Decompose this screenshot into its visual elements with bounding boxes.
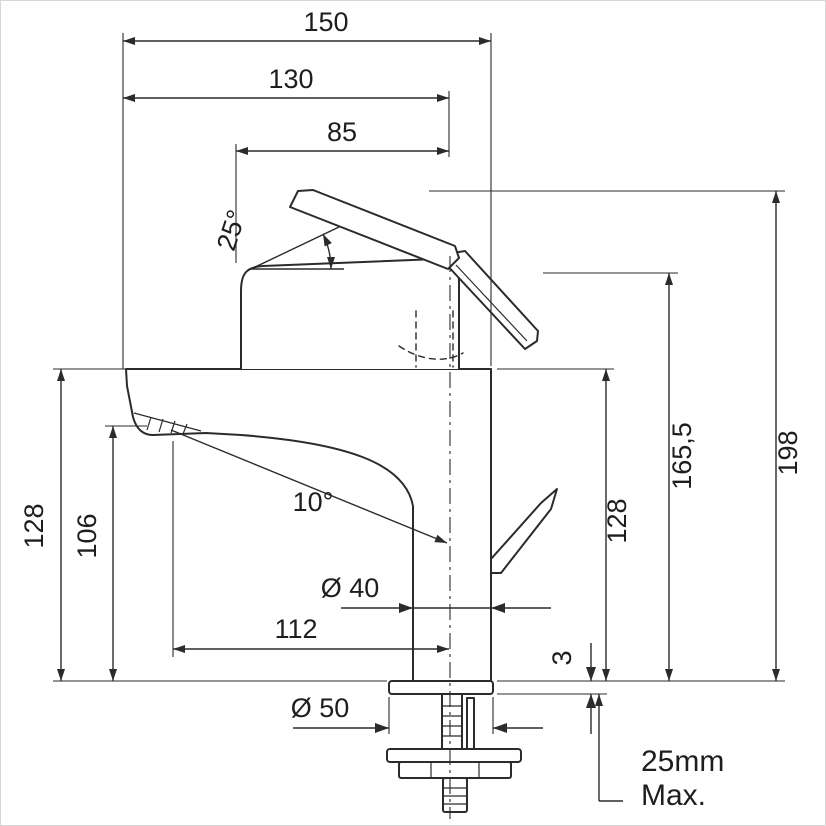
faucet-body [125,368,492,682]
dim-width-112: 112 [274,614,317,644]
dim-height-128-left: 128 [19,503,49,548]
dimension-lines [57,37,780,802]
threaded-shank [441,693,463,750]
mounting-hardware [386,693,522,813]
extension-lines [53,33,785,734]
dim-height-106: 106 [72,513,102,558]
dim-height-198: 198 [773,430,803,475]
mixer-head [240,189,539,369]
shank-end [442,777,468,813]
max-thickness-value: 25mm [641,745,724,778]
mounting-nut [398,761,512,779]
angle-25-arc [322,233,336,270]
pop-up-rod-lower [466,697,475,750]
pop-up-rod [490,488,558,574]
mounting-washer [386,748,522,763]
dim-diameter-40: Ø 40 [321,573,380,603]
hidden-line [398,345,464,360]
aerator-inner-line [133,412,202,432]
dim-width-150: 150 [303,7,348,37]
spout-and-column-outline [125,368,492,682]
dimension-labels: 150 130 85 25° 128 106 128 165,5 198 10°… [19,7,803,812]
dim-height-128-right: 128 [602,498,632,543]
dim-width-85: 85 [327,117,357,147]
base-plate [388,680,494,695]
lever-handle [289,189,460,270]
dim-width-130: 130 [268,64,313,94]
dim-angle-10: 10° [293,487,334,517]
dim-angle-25: 25° [211,206,252,254]
cartridge-housing [240,257,460,369]
dim-thickness-3: 3 [547,650,577,665]
dim-height-165-5: 165,5 [667,422,697,490]
dim-diameter-50: Ø 50 [291,693,350,723]
aerator [146,416,188,435]
max-thickness-label: Max. [641,779,706,812]
dim-line-10deg [170,429,448,544]
